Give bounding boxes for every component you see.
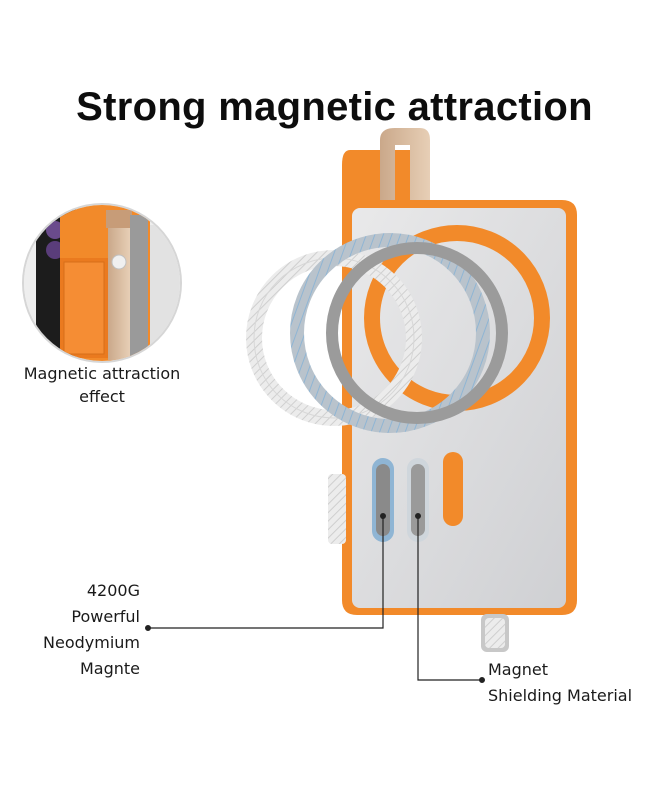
- magnet-caption-line-2: Powerful: [71, 607, 140, 626]
- side-knob: [328, 474, 346, 544]
- inset-caption-line-1: Magnetic attraction: [23, 364, 181, 383]
- shield-caption-line-2: Shielding Material: [488, 686, 633, 705]
- magnet-caption-line-4: Magnte: [79, 659, 140, 678]
- magnetic-rings: [246, 233, 508, 433]
- page-title: Strong magnetic attraction: [76, 85, 593, 129]
- shield-caption-line-1: Magnet: [488, 660, 549, 679]
- inset-caption: Magnetic attraction effect: [12, 362, 192, 408]
- inset-photo: [22, 203, 182, 363]
- magnet-caption-line-3: Neodymium: [43, 633, 140, 652]
- magnet-caption: 4200G Powerful Neodymium Magnte: [40, 578, 140, 682]
- magnet-caption-line-1: 4200G: [86, 581, 140, 600]
- leader-lines: [145, 512, 486, 683]
- neodymium-magnets: [372, 458, 429, 542]
- inset-caption-line-2: effect: [79, 387, 125, 406]
- shield-caption: Magnet Shielding Material: [488, 657, 663, 709]
- wallet-card: [342, 128, 577, 615]
- bottom-strap: [481, 614, 509, 652]
